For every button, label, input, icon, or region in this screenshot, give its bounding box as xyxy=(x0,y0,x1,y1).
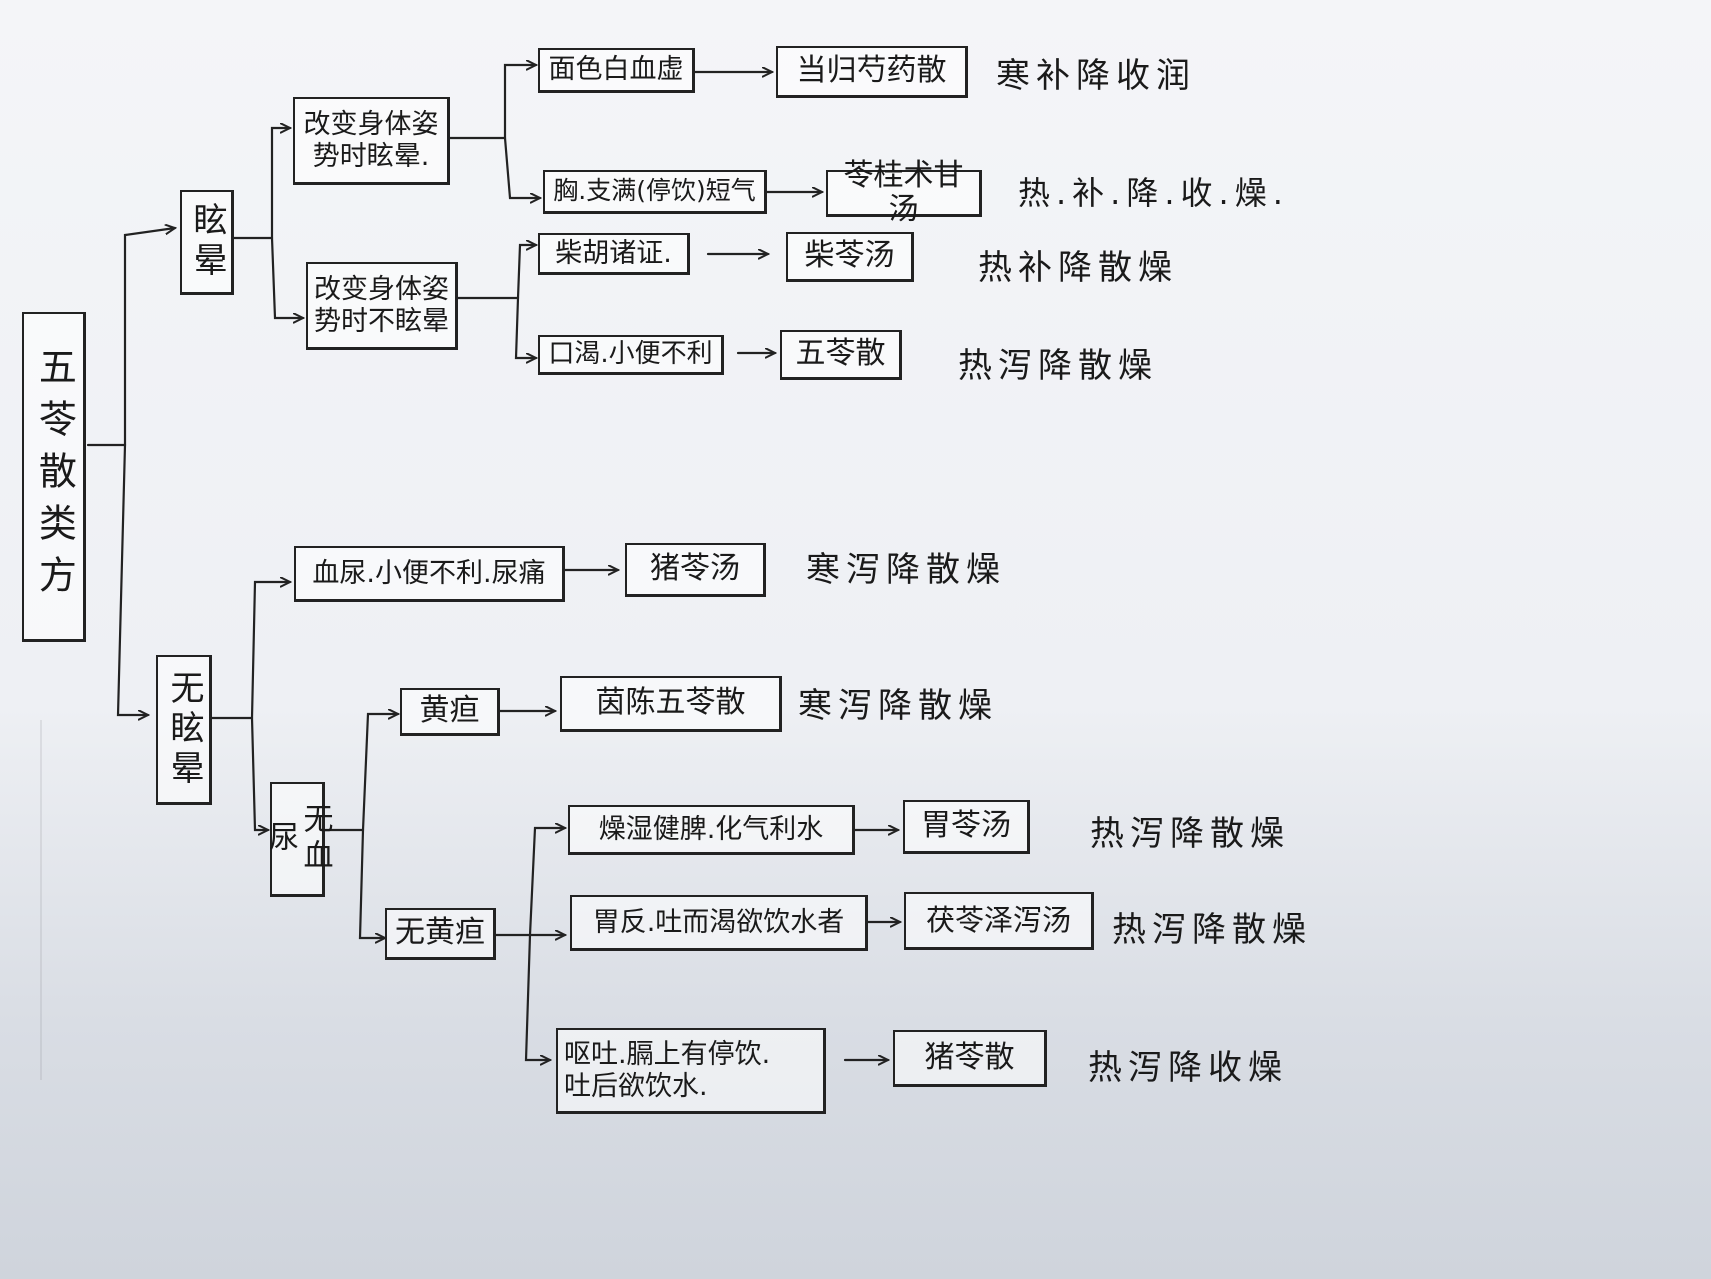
edge-notdizzy-to-bloodurine xyxy=(250,582,290,720)
edge-dizzy-to-no-posture xyxy=(270,236,303,318)
edge-noblood-to-jaundice xyxy=(361,714,398,832)
symptom-vomit: 呕吐.膈上有停饮. 吐后欲饮水. xyxy=(556,1028,826,1114)
edge-nojaundice-to-drydamp xyxy=(528,828,565,937)
edge-notdizzy-to-noblood xyxy=(250,716,268,830)
edge-root-to-not-dizzy xyxy=(116,443,148,715)
formula-zhuling-tang: 猪苓汤 xyxy=(625,543,766,597)
node-no-blood-urine: 无血尿 xyxy=(263,782,333,897)
faded-mark xyxy=(40,720,122,1080)
node-no-jaundice: 无黄疸 xyxy=(385,908,496,960)
symptom-thirst: 口渴.小便不利 xyxy=(538,335,724,375)
formula-wuling: 五苓散 xyxy=(780,330,902,380)
property-yinchen: 寒泻降散燥 xyxy=(798,686,998,726)
formula-weiling: 胃苓汤 xyxy=(903,800,1030,854)
symptom-chest-fullness: 胸.支满(停饮)短气 xyxy=(543,170,767,214)
formula-zhuling-san: 猪苓散 xyxy=(893,1030,1047,1087)
formula-danggui: 当归芍药散 xyxy=(776,46,968,98)
symptom-pale-face: 面色白血虚 xyxy=(538,48,695,93)
property-zhuling-san: 热泻降收燥 xyxy=(1088,1048,1288,1088)
formula-fuling-zexie: 茯苓泽泻汤 xyxy=(904,892,1094,950)
node-posture-dizzy: 改变身体姿 势时眩晕. xyxy=(293,97,450,185)
property-wuling: 热泻降散燥 xyxy=(958,346,1158,386)
edge-noblood-to-nojaundice xyxy=(358,828,385,938)
property-fuling-zexie: 热泻降散燥 xyxy=(1112,910,1312,950)
node-dizzy: 眩晕 xyxy=(180,190,234,295)
edge-dizzy-to-posture xyxy=(270,128,290,240)
node-posture-not-dizzy: 改变身体姿 势时不眩晕 xyxy=(306,262,458,350)
edge-nojaundice-to-vomit xyxy=(524,933,550,1060)
edge-noposture-to-thirst xyxy=(514,296,536,358)
symptom-blood-urine: 血尿.小便不利.尿痛 xyxy=(294,546,565,602)
edge-noposture-to-chaihu xyxy=(516,245,536,300)
node-jaundice: 黄疸 xyxy=(400,688,500,736)
property-danggui: 寒补降收润 xyxy=(996,56,1196,96)
node-not-dizzy: 无眩晕 xyxy=(156,655,212,805)
edge-posture-to-pale xyxy=(503,65,536,140)
property-linggui: 热.补.降.收.燥. xyxy=(1018,174,1289,212)
formula-chailing: 柴苓汤 xyxy=(786,232,914,282)
property-weiling: 热泻降散燥 xyxy=(1090,814,1290,854)
property-zhuling-tang: 寒泻降散燥 xyxy=(806,550,1006,590)
formula-linggui: 苓桂术甘汤 xyxy=(826,158,982,227)
root-node: 五苓散类方 xyxy=(22,312,86,642)
symptom-stomach-reflux: 胃反.吐而渴欲饮水者 xyxy=(570,895,868,951)
symptom-dry-damp: 燥湿健脾.化气利水 xyxy=(568,805,855,855)
edge-posture-to-chest xyxy=(503,136,540,198)
symptom-chaihu: 柴胡诸证. xyxy=(538,233,690,275)
property-chailing: 热补降散燥 xyxy=(978,248,1178,288)
edge-root-to-dizzy xyxy=(123,228,175,447)
formula-yinchen: 茵陈五苓散 xyxy=(560,676,782,732)
